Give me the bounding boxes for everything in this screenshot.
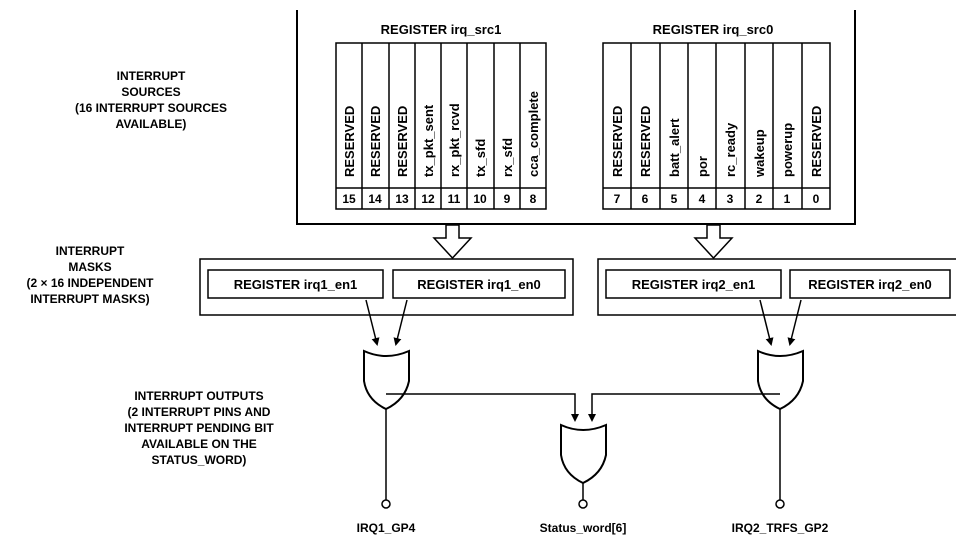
or-gate-status-icon	[560, 423, 607, 485]
pin-irq1-icon	[381, 499, 391, 509]
masks-label-line: (2 × 16 INDEPENDENT	[26, 276, 154, 290]
wire-irq1-en0	[393, 299, 408, 346]
bit-11-name: rx_pkt_rcvd	[447, 103, 462, 177]
bit-3-number: 3	[727, 192, 734, 206]
masks-label-line: MASKS	[68, 260, 111, 274]
outputs-label-line: STATUS_WORD)	[152, 453, 247, 467]
bit-8-name: cca_complete	[526, 91, 541, 177]
mask-register-irq2-en0	[789, 269, 951, 299]
bit-11-number: 11	[448, 192, 461, 206]
bit-2-name: wakeup	[752, 129, 767, 178]
interrupt-masks-label: INTERRUPT MASKS (2 × 16 INDEPENDENT INTE…	[26, 244, 154, 306]
output-irq2-label: IRQ2_TRFS_GP2	[732, 521, 829, 535]
mask-irq1-en1-label: REGISTER irq1_en1	[234, 277, 358, 292]
masks-label-line: INTERRUPT MASKS)	[30, 292, 149, 306]
outputs-label-line: (2 INTERRUPT PINS AND	[128, 405, 271, 419]
bit-8-number: 8	[530, 192, 537, 206]
outputs-label-line: AVAILABLE ON THE	[141, 437, 257, 451]
bit-0-number: 0	[813, 192, 820, 206]
mask-irq2-en1-label: REGISTER irq2_en1	[632, 277, 756, 292]
bit-3-name: rc_ready	[723, 122, 738, 177]
or-gate-irq2-icon	[757, 349, 804, 411]
bit-12-number: 12	[421, 192, 435, 206]
bit-9-name: rx_sfd	[500, 138, 515, 177]
wire-irq2-to-status	[588, 393, 780, 422]
pin-status-icon	[578, 499, 588, 509]
bit-13-name: RESERVED	[395, 106, 410, 177]
outputs-label-line: INTERRUPT PENDING BIT	[124, 421, 274, 435]
sources-frame	[296, 10, 856, 225]
bit-10-number: 10	[473, 192, 487, 206]
bit-5-name: batt_alert	[667, 118, 682, 177]
masks-label-line: INTERRUPT	[56, 244, 125, 258]
bit-13-number: 13	[395, 192, 409, 206]
bit-4-name: por	[695, 156, 710, 177]
wire-irq2-en0	[787, 299, 802, 346]
register-irq-src0: RESERVED RESERVED batt_alert por rc_read…	[602, 42, 831, 210]
mask-irq2-en0-label: REGISTER irq2_en0	[808, 277, 932, 292]
mask-group-irq1	[199, 258, 574, 316]
bit-14-name: RESERVED	[368, 106, 383, 177]
bit-1-number: 1	[784, 192, 791, 206]
bit-14-number: 14	[368, 192, 382, 206]
mask-irq1-en0-label: REGISTER irq1_en0	[417, 277, 541, 292]
register-irq-src1-title: REGISTER irq_src1	[381, 22, 502, 37]
mask-register-irq1-en0	[392, 269, 566, 299]
bit-12-name: tx_pkt_sent	[421, 104, 436, 177]
right-down-arrow-icon	[693, 224, 734, 260]
mask-register-irq2-en1	[605, 269, 782, 299]
bit-2-number: 2	[756, 192, 763, 206]
bit-7-name: RESERVED	[610, 106, 625, 177]
bit-6-number: 6	[642, 192, 649, 206]
bit-6-name: RESERVED	[638, 106, 653, 177]
interrupt-outputs-label: INTERRUPT OUTPUTS (2 INTERRUPT PINS AND …	[124, 389, 274, 467]
output-status-label: Status_word[6]	[540, 521, 627, 535]
bit-15-number: 15	[342, 192, 356, 206]
sources-label-line: (16 INTERRUPT SOURCES	[75, 101, 227, 115]
or-gate-irq1-icon	[363, 349, 410, 411]
wire-irq1-en1	[365, 299, 380, 346]
bit-10-name: tx_sfd	[473, 139, 488, 177]
bit-4-number: 4	[699, 192, 706, 206]
bit-5-number: 5	[671, 192, 678, 206]
mask-group-irq2	[597, 258, 956, 316]
bit-1-name: powerup	[780, 123, 795, 177]
register-irq-src0-title: REGISTER irq_src0	[653, 22, 774, 37]
sources-label-line: AVAILABLE)	[116, 117, 187, 131]
bit-15-name: RESERVED	[342, 106, 357, 177]
interrupt-sources-label: INTERRUPT SOURCES (16 INTERRUPT SOURCES …	[75, 69, 227, 131]
outputs-label-line: INTERRUPT OUTPUTS	[134, 389, 263, 403]
bit-9-number: 9	[504, 192, 511, 206]
bit-0-name: RESERVED	[809, 106, 824, 177]
bit-7-number: 7	[614, 192, 621, 206]
left-down-arrow-icon	[432, 224, 473, 260]
output-irq1-label: IRQ1_GP4	[357, 521, 416, 535]
sources-label-line: SOURCES	[121, 85, 180, 99]
sources-label-line: INTERRUPT	[117, 69, 186, 83]
mask-register-irq1-en1	[207, 269, 384, 299]
wire-irq1-to-status	[386, 393, 579, 422]
register-irq-src1: RESERVED RESERVED RESERVED tx_pkt_sent r…	[335, 42, 547, 210]
pin-irq2-icon	[775, 499, 785, 509]
wire-irq2-en1	[759, 299, 774, 346]
